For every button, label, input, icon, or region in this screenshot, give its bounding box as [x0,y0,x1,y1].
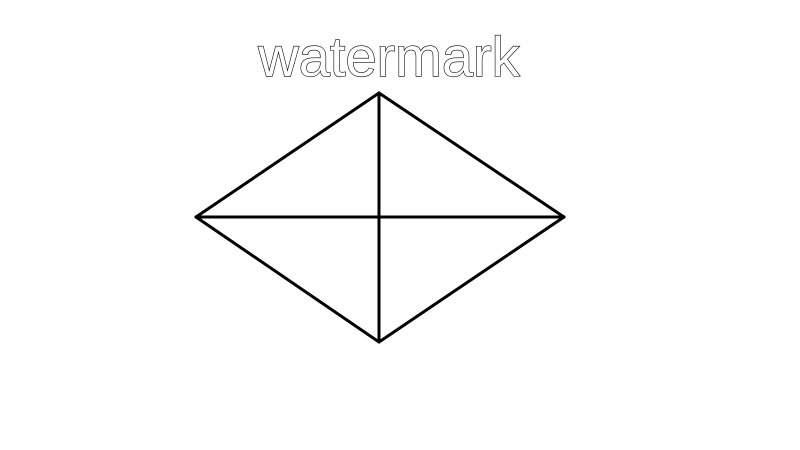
rhombus-edge-top-left [194,91,381,219]
rhombus-edge-top-right [377,91,566,219]
rhombus-edge-bottom-left [194,215,381,344]
rhombus-figure [194,91,566,344]
watermark-text: watermark [257,25,520,88]
rhombus-edge-bottom-right [377,215,566,344]
